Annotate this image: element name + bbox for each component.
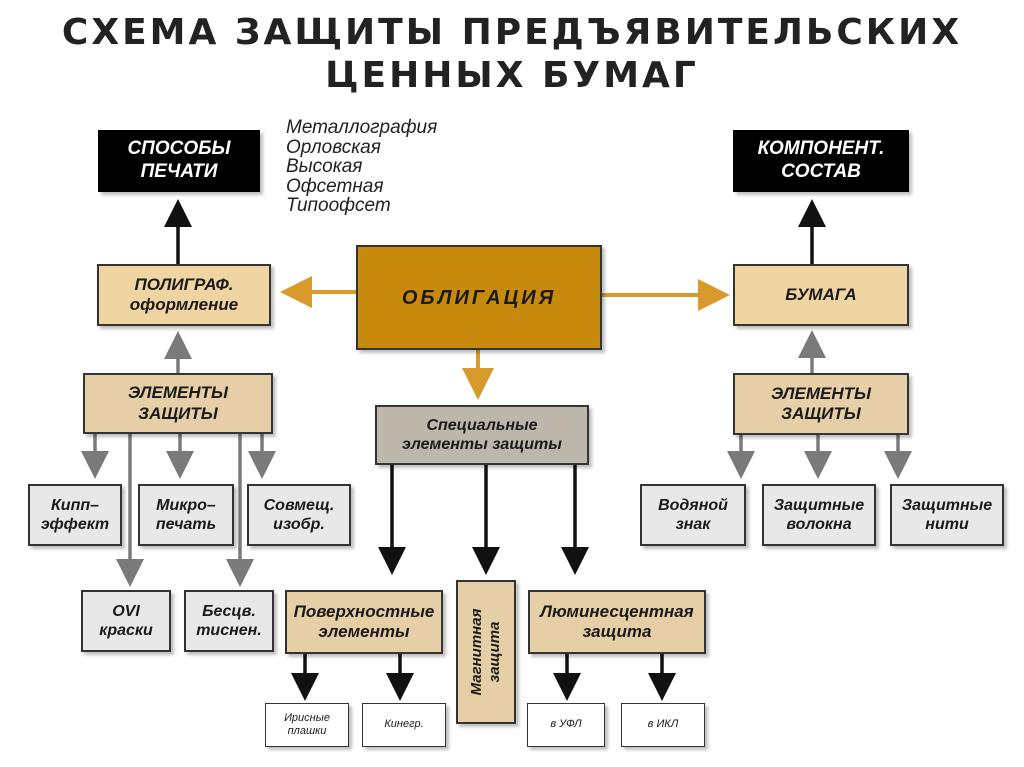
title-line-2: ЦЕННЫХ БУМАГ (325, 55, 699, 96)
printing-method-item: Типоофсет (286, 195, 391, 216)
paper-box: БУМАГА (733, 264, 909, 326)
polygraph-box: ПОЛИГРАФ. оформление (97, 264, 271, 326)
micro-print-box: Микро–печать (138, 484, 234, 546)
right-protection-elements-box: ЭЛЕМЕНТЫ ЗАЩИТЫ (733, 373, 909, 435)
embossing-box: Бесцв.тиснен. (184, 590, 274, 652)
bond-center-box: ОБЛИГАЦИЯ (356, 245, 602, 350)
kipp-effect-box: Кипп–эффект (28, 484, 122, 546)
composition-box: КОМПОНЕНТ. СОСТАВ (733, 130, 909, 192)
printing-method-item: Металлография (286, 117, 438, 138)
printing-method-item: Высокая (286, 156, 363, 177)
printing-methods-list: Металлография Орловская Высокая Офсетная… (286, 118, 437, 216)
special-elements-box: Специальные элементы защиты (375, 405, 589, 465)
title-line-1: СХЕМА ЗАЩИТЫ ПРЕДЪЯВИТЕЛЬСКИХ (61, 12, 963, 53)
printing-method-item: Офсетная (286, 175, 384, 197)
uv-light-box: в УФЛ (527, 703, 605, 747)
left-protection-elements-box: ЭЛЕМЕНТЫ ЗАЩИТЫ (83, 373, 273, 434)
magnetic-protection-box: Магнитная защита (456, 580, 516, 724)
kinegram-box: Кинегр. (362, 703, 446, 747)
combined-image-box: Совмещ.изобр. (247, 484, 351, 546)
ir-light-box: в ИКЛ (621, 703, 705, 747)
printing-method-item: Орловская (286, 136, 381, 158)
printing-methods-box: СПОСОБЫ ПЕЧАТИ (98, 130, 260, 192)
